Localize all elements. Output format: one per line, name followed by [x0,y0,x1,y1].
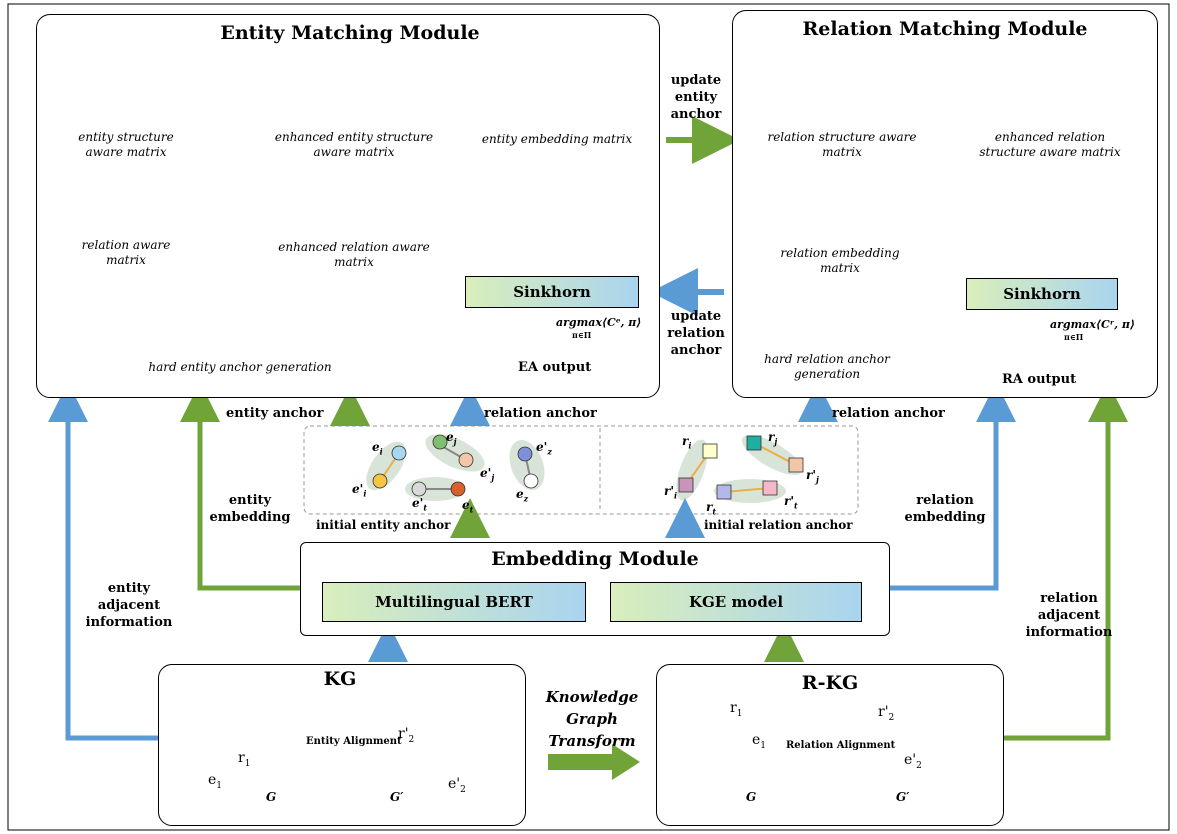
entity-argmax-sub: π∈Π [572,330,592,340]
entity-anchor-label: entity anchor [226,406,324,421]
relation-node [716,484,732,500]
caption-enhanced-relation-structure: enhanced relation structure aware matrix [979,130,1121,159]
relation-embedding-label: relation embedding [904,493,986,525]
caption-enhanced-relation-aware: enhanced relation aware matrix [278,240,430,269]
entity-node-label: e'i [352,482,367,499]
relation-argmax: argmax⟨Cʳ, π⟩ [1050,318,1136,331]
anchor-region [303,425,859,515]
entity-argmax: argmax⟨Cᵉ, π⟩ [556,316,642,329]
relation-node-label: ri [682,434,692,451]
kg-box [158,664,526,826]
entity-node-label: e'z [536,440,552,457]
entity-node-label: ej [446,430,457,447]
caption-enhanced-entity-structure: enhanced entity structure aware matrix [274,130,434,159]
kg-e1: e1 [208,772,223,791]
entity-node [517,446,533,462]
rkg-r1: r1 [730,700,743,719]
entity-node-label: ez [516,487,529,504]
entity-embedding-path [180,382,300,591]
relation-node [762,480,778,496]
rkg-r2: r'2 [878,704,895,723]
caption-entity-embedding: entity embedding matrix [481,132,633,146]
relation-anchor-label-left: relation anchor [484,406,597,421]
caption-hard-relation-anchor: hard relation anchor generation [764,352,890,381]
entity-node-label: e't [412,496,428,513]
entity-node-label: ei [372,440,383,457]
entity-node-label: et [462,498,474,515]
edge [723,487,771,493]
caption-hard-entity-anchor: hard entity anchor generation [148,360,332,374]
relation-node [788,457,804,473]
relation-sinkhorn: Sinkhorn [966,278,1118,310]
relation-node [746,435,762,451]
entity-adjacent-path [48,382,158,741]
transform-arrow [548,744,640,780]
ra-output: RA output [1002,372,1077,387]
relation-node-label: rt [706,500,717,517]
entity-node [450,481,466,497]
entity-node [523,473,539,489]
entity-sinkhorn: Sinkhorn [465,276,639,308]
rkg-box [656,664,1004,826]
caption-relation-embedding: relation embedding matrix [780,246,900,275]
relation-node [678,477,694,493]
entity-embedding-label: entity embedding [209,493,291,525]
relation-argmax-sub: π∈Π [1064,332,1084,342]
kge-model-box: KGE model [610,582,862,622]
update-entity-anchor-label: update entity anchor [670,73,722,122]
relation-node-label: r't [784,494,798,511]
caption-entity-structure: entity structure aware matrix [78,130,174,159]
kg-r2: r'2 [398,726,415,745]
caption-relation-aware: relation aware matrix [81,238,171,267]
kg-entity-alignment: Entity Alignment [306,736,402,747]
relation-node-label: r'j [806,468,819,485]
kg-r1: r1 [238,750,251,769]
entity-module-title: Entity Matching Module [220,22,480,44]
entity-node-label: e'j [480,466,495,483]
ea-output: EA output [518,360,592,375]
kg-transform-label: Knowledge Graph Transform [545,688,639,750]
entity-node [458,452,474,468]
rkg-g: G [746,790,757,804]
kg-gprime: G′ [390,790,404,804]
entity-node [411,481,427,497]
relation-node-label: r'i [664,484,678,501]
entity-matching-module [36,14,660,398]
relation-node-label: rj [768,430,778,447]
relation-node [702,443,718,459]
embedding-module-title: Embedding Module [491,548,699,570]
relation-anchor-label-right: relation anchor [832,406,945,421]
entity-node [391,445,407,461]
relation-module-title: Relation Matching Module [802,18,1088,40]
rkg-gprime: G′ [896,790,910,804]
kg-e2: e'2 [448,776,466,795]
entity-node [432,434,448,450]
relation-adjacent-label: relation adjacent information [1025,591,1113,640]
multilingual-bert-box: Multilingual BERT [322,582,586,622]
update-relation-anchor-label: update relation anchor [667,309,725,358]
caption-relation-structure: relation structure aware matrix [767,130,917,159]
kg-g: G [266,790,277,804]
kg-title: KG [323,668,357,690]
rkg-e2: e'2 [904,752,922,771]
rkg-relation-alignment: Relation Alignment [786,740,896,751]
initial-entity-anchor-label: initial entity anchor [316,518,451,532]
relation-embedding-path [888,382,1016,591]
entity-adjacent-label: entity adjacent information [85,581,173,630]
relation-matching-module [732,10,1158,398]
rkg-e1: e1 [752,732,767,751]
entity-node [372,473,388,489]
initial-relation-anchor-label: initial relation anchor [704,518,853,532]
relation-adjacent-path [1002,382,1128,741]
rkg-title: R-KG [801,672,859,694]
